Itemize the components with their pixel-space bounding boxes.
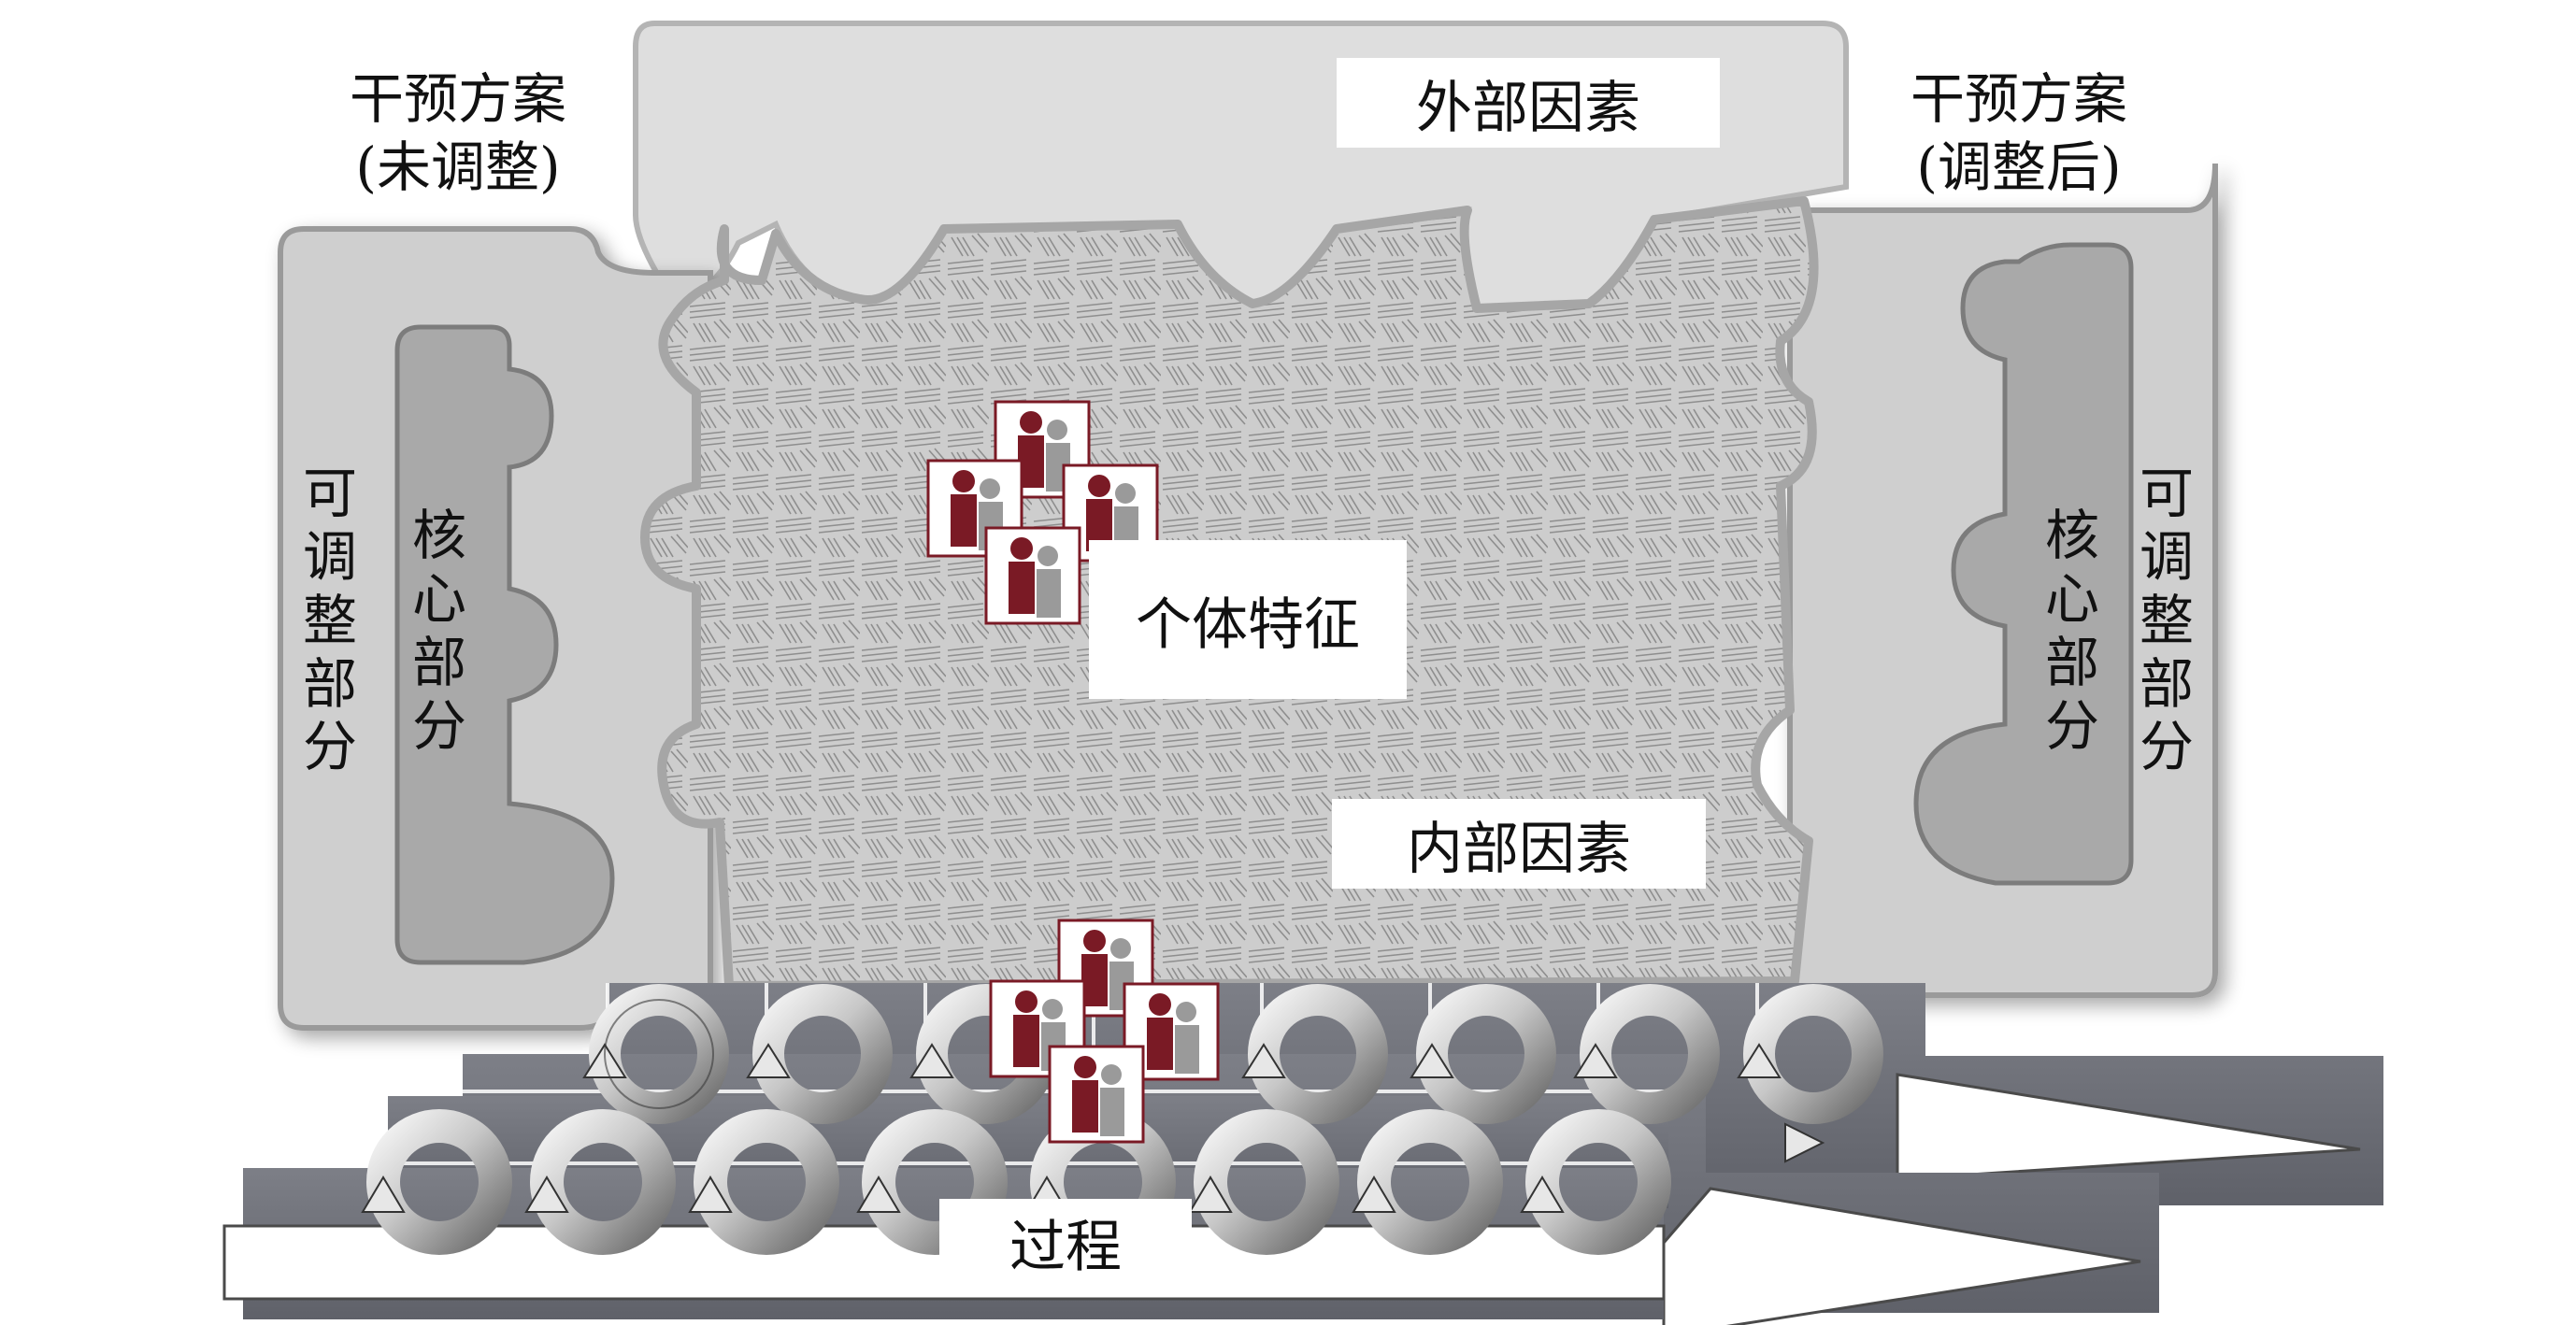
core-part-right-label: 核 心 部 分 — [2039, 504, 2105, 758]
adaptable-part-right-char: 可 — [2139, 462, 2194, 525]
cycle-arrow-icon — [746, 984, 893, 1124]
process-arrow-top — [1896, 1073, 2361, 1181]
adaptable-part-left-char: 可 — [302, 462, 357, 525]
adaptable-part-left-char: 分 — [302, 715, 357, 779]
core-part-left-char: 分 — [411, 693, 466, 758]
intervention-unadjusted-label: 干预方案 (未调整) — [318, 65, 598, 201]
cycle-arrow-icon — [688, 1109, 839, 1255]
adaptable-part-right-char: 分 — [2139, 715, 2194, 779]
intervention-adjusted-title: 干预方案 — [1910, 67, 2127, 131]
person-card — [1048, 1045, 1145, 1144]
core-part-left-label: 核 心 部 分 — [407, 504, 472, 758]
core-part-right-char: 核 — [2044, 504, 2099, 567]
person-card — [989, 979, 1086, 1078]
adaptable-part-right-char: 整 — [2139, 588, 2194, 652]
intervention-adjusted-label: 干预方案 (调整后) — [1879, 65, 2159, 201]
adaptable-part-right-char: 部 — [2139, 651, 2194, 716]
core-part-right-char: 心 — [2044, 566, 2099, 631]
external-factors-text: 外部因素 — [1416, 75, 1640, 141]
adaptable-part-left-char: 调 — [302, 524, 357, 589]
cycle-arrow-icon — [1241, 984, 1388, 1124]
cycle-row-top — [582, 984, 1883, 1163]
core-part-right-char: 分 — [2044, 693, 2099, 758]
intervention-unadjusted-shape — [278, 226, 713, 1031]
core-part-left-char: 心 — [411, 566, 466, 631]
person-card — [1123, 982, 1220, 1081]
person-card — [984, 526, 1081, 625]
adaptable-part-right-label: 可 调 整 部 分 — [2134, 462, 2199, 779]
individual-characteristics-text: 个体特征 — [1136, 591, 1360, 658]
core-part-left-char: 核 — [411, 504, 466, 567]
intervention-unadjusted-subtitle: (未调整) — [355, 135, 561, 199]
cycle-arrow-icon — [856, 1109, 1008, 1255]
adaptable-part-left-char: 整 — [302, 588, 357, 652]
external-factors-label: 外部因素 — [1337, 58, 1720, 148]
cycle-row-bottom — [361, 1109, 1671, 1255]
cycle-arrow-icon — [1737, 984, 1883, 1163]
core-part-right-panel — [1913, 242, 2134, 886]
intervention-adjusted-shape — [1787, 163, 2218, 998]
cycle-arrow-icon — [1410, 984, 1556, 1124]
core-part-left-panel — [394, 324, 615, 965]
process-arrow-middle — [1662, 1187, 2141, 1325]
cycle-arrow-icon — [1188, 1109, 1339, 1255]
core-part-left-char: 部 — [411, 630, 466, 694]
individual-characteristics-label: 个体特征 — [1089, 540, 1407, 699]
cycle-arrow-icon — [1520, 1109, 1671, 1255]
intervention-unadjusted-title: 干预方案 — [349, 67, 566, 131]
cycle-arrow-icon — [524, 1109, 676, 1255]
adaptable-part-right-char: 调 — [2139, 524, 2194, 589]
cycle-arrow-icon — [1573, 984, 1720, 1124]
process-label: 过程 — [939, 1199, 1192, 1285]
cycle-arrow-icon — [1352, 1109, 1503, 1255]
internal-factors-text: 内部因素 — [1407, 816, 1631, 882]
adaptable-part-left-label: 可 调 整 部 分 — [297, 462, 363, 779]
core-part-right-char: 部 — [2044, 630, 2099, 694]
cycle-arrow-icon — [582, 984, 729, 1124]
people-group-icon — [989, 919, 1220, 1144]
intervention-adjusted-subtitle: (调整后) — [1916, 135, 2122, 199]
adaptable-part-left-char: 部 — [302, 651, 357, 716]
internal-factors-label: 内部因素 — [1332, 799, 1706, 889]
process-text: 过程 — [1009, 1214, 1122, 1280]
cycle-arrow-icon — [361, 1109, 512, 1255]
